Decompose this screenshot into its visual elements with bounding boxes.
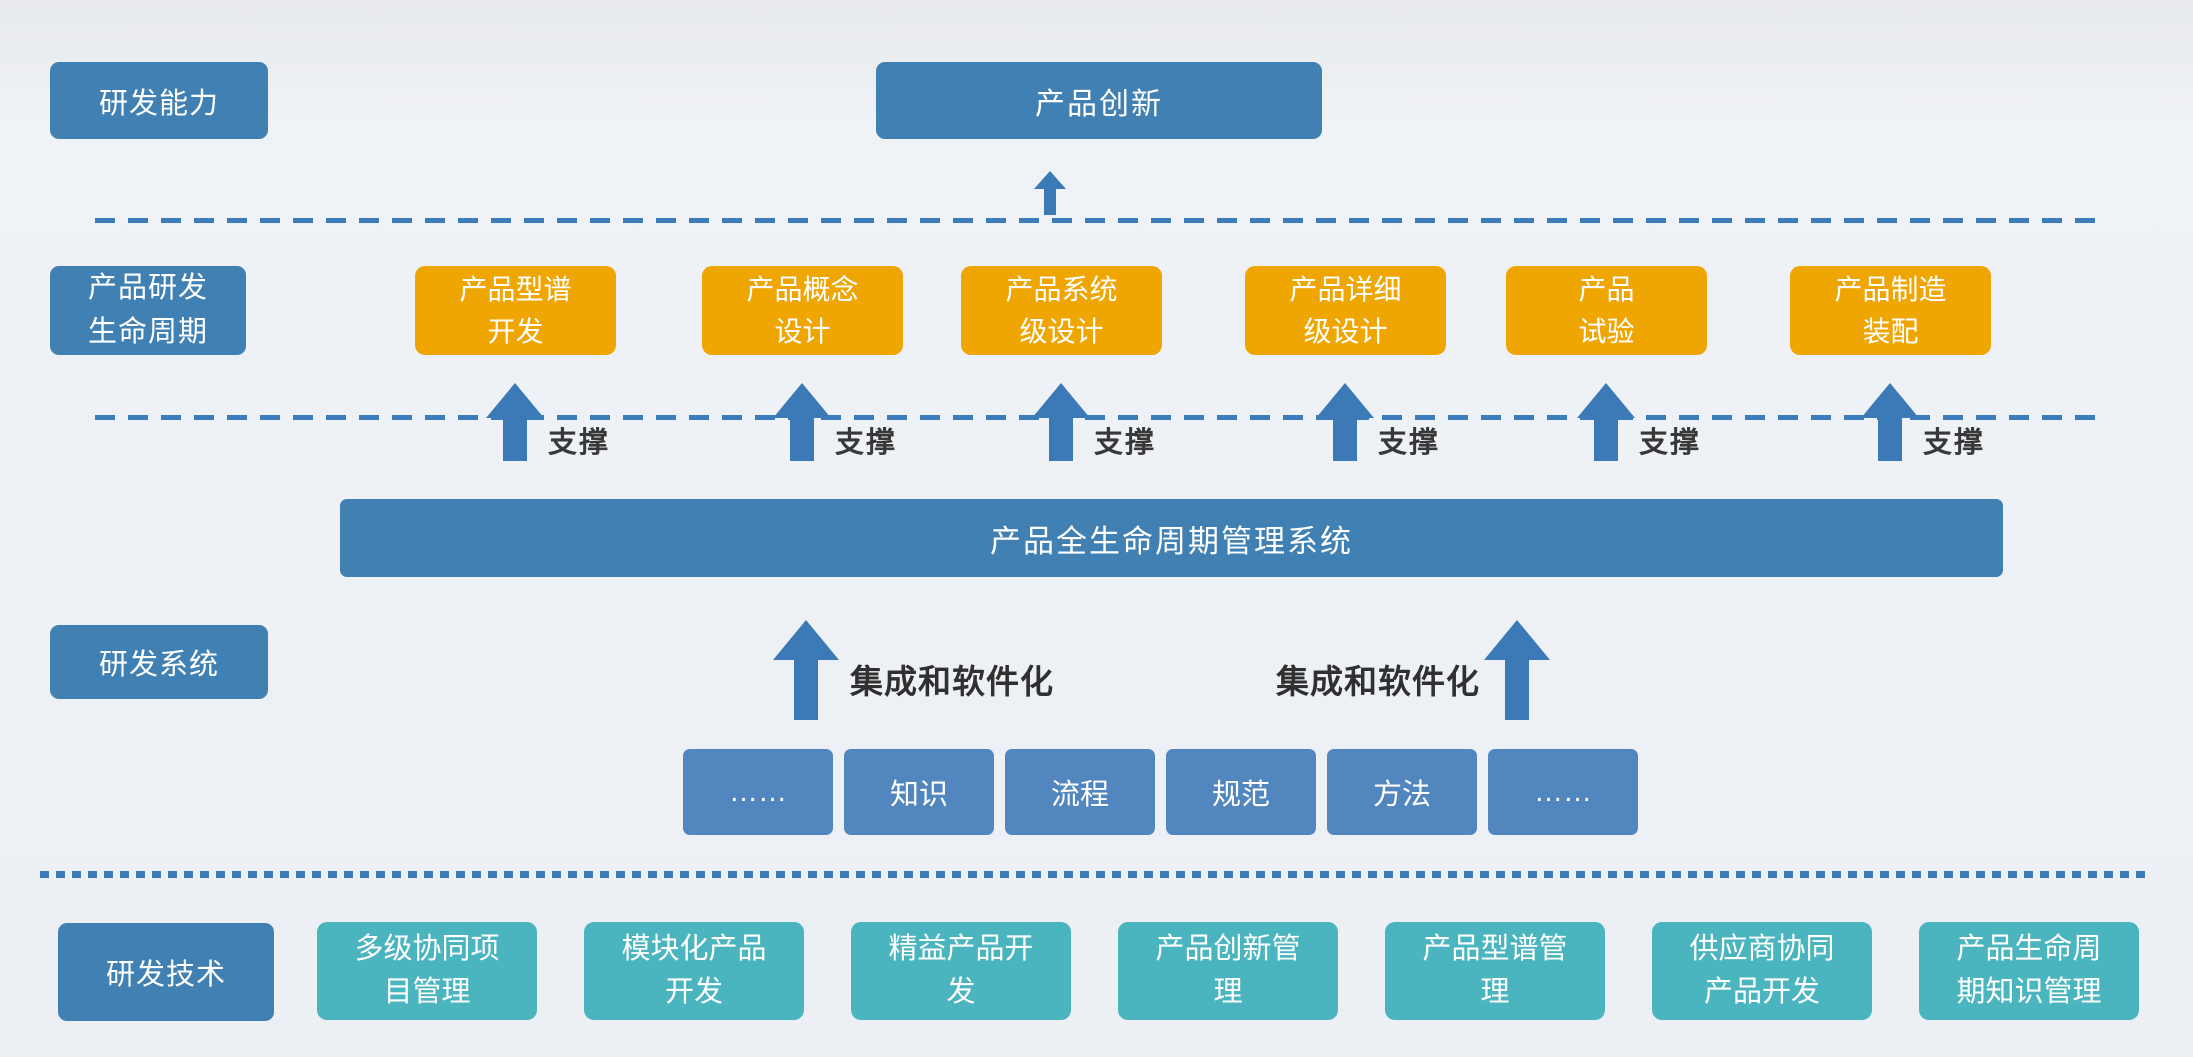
plm-system-bar: 产品全生命周期管理系统 (340, 499, 2003, 577)
support-label: 支撑 (1639, 427, 1702, 459)
integration-label: 集成和软件化 (850, 663, 1054, 700)
side-label-rd-capability: 研发能力 (50, 62, 268, 139)
technology-box: 模块化产品 开发 (584, 922, 804, 1020)
side-label-rd-technology: 研发技术 (58, 923, 274, 1021)
side-label-product-rd-lifecycle: 产品研发 生命周期 (50, 266, 246, 355)
technology-box: 精益产品开 发 (851, 922, 1071, 1020)
dashed-divider-top (95, 218, 2105, 223)
enabler-box: 知识 (844, 749, 994, 835)
lifecycle-stage-box: 产品制造 装配 (1790, 266, 1991, 355)
enabler-box: …… (1488, 749, 1638, 835)
support-label: 支撑 (1094, 427, 1157, 459)
enabler-box: 流程 (1005, 749, 1155, 835)
technology-box: 供应商协同 产品开发 (1652, 922, 1872, 1020)
technology-box: 产品生命周 期知识管理 (1919, 922, 2139, 1020)
support-arrow-icon (1577, 383, 1635, 461)
technology-box: 产品创新管 理 (1118, 922, 1338, 1020)
technology-box: 产品型谱管 理 (1385, 922, 1605, 1020)
lifecycle-stage-box: 产品 试验 (1506, 266, 1707, 355)
support-arrow-icon (1861, 383, 1919, 461)
integration-arrow-icon (773, 620, 839, 720)
support-label: 支撑 (548, 427, 611, 459)
lifecycle-stage-box: 产品概念 设计 (702, 266, 903, 355)
enabler-box: …… (683, 749, 833, 835)
dotted-divider-bottom (40, 871, 2152, 878)
support-label: 支撑 (835, 427, 898, 459)
up-arrow-icon (1034, 171, 1066, 215)
enabler-box: 规范 (1166, 749, 1316, 835)
lifecycle-stage-box: 产品系统 级设计 (961, 266, 1162, 355)
product-innovation-box: 产品创新 (876, 62, 1322, 139)
lifecycle-stage-box: 产品型谱 开发 (415, 266, 616, 355)
lifecycle-stage-box: 产品详细 级设计 (1245, 266, 1446, 355)
technology-box: 多级协同项 目管理 (317, 922, 537, 1020)
integration-arrow-icon (1484, 620, 1550, 720)
support-label: 支撑 (1923, 427, 1986, 459)
support-arrow-icon (773, 383, 831, 461)
enabler-box: 方法 (1327, 749, 1477, 835)
side-label-rd-system: 研发系统 (50, 625, 268, 699)
support-arrow-icon (1032, 383, 1090, 461)
dashed-divider-middle (95, 415, 2105, 420)
integration-label: 集成和软件化 (1276, 663, 1480, 700)
support-arrow-icon (486, 383, 544, 461)
support-arrow-icon (1316, 383, 1374, 461)
support-label: 支撑 (1378, 427, 1441, 459)
